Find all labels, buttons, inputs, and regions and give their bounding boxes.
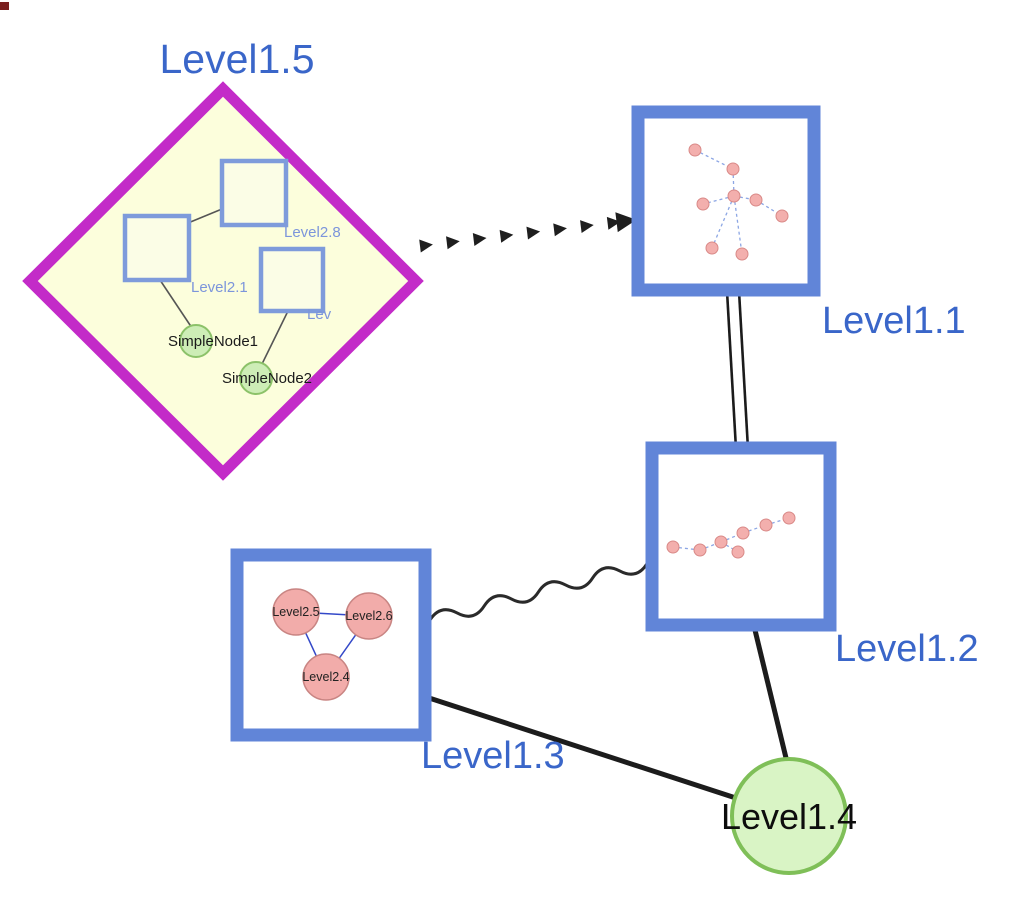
label-level2-8: Level2.8: [284, 224, 341, 241]
node-level1-3-box[interactable]: [230, 548, 432, 742]
mini-node: [693, 543, 707, 557]
mini-node: [775, 209, 789, 223]
mini-node: [666, 540, 680, 554]
node-level1-4-circle[interactable]: [730, 757, 848, 875]
edge-level1-3-to-level1-2[interactable]: [428, 558, 649, 627]
edge-level2-1-to-simplenode1[interactable]: [159, 279, 193, 329]
mini-node: [688, 143, 702, 157]
label-level1-1: Level1.1: [822, 300, 966, 342]
minigraph-level1-1: [688, 143, 789, 261]
node-level2-6[interactable]: [345, 592, 393, 640]
mini-nodes[interactable]: [666, 511, 796, 559]
mini-node: [731, 545, 745, 559]
mini-node: [749, 193, 763, 207]
label-level2-6: Level2.6: [345, 609, 392, 623]
arrowhead-icon: [615, 212, 637, 233]
mini-node: [696, 197, 710, 211]
mini-node: [782, 511, 796, 525]
label-level1-5: Level1.5: [159, 36, 314, 82]
node-level2-4[interactable]: [302, 653, 350, 701]
label-level1-3: Level1.3: [421, 735, 565, 777]
label-level1-2: Level1.2: [835, 628, 979, 670]
edge-level2-8-to-level2-1[interactable]: [187, 208, 223, 224]
label-level2-4: Level2.4: [302, 670, 349, 684]
corner-artifact: [0, 2, 9, 10]
mini-node: [736, 526, 750, 540]
edge-level1-1-to-level1-2[interactable]: [725, 290, 750, 450]
label-level2-5: Level2.5: [272, 605, 319, 619]
label-simplenode2: SimpleNode2: [222, 370, 312, 387]
node-simplenode2[interactable]: [239, 361, 273, 395]
edge-level1-3-to-level1-4[interactable]: [422, 693, 746, 804]
edge-level1-2-to-level1-4[interactable]: [751, 625, 790, 763]
node-level1-1-box[interactable]: [631, 105, 821, 297]
node-level2-1-square[interactable]: [122, 213, 192, 283]
mini-node: [727, 189, 741, 203]
mini-node: [759, 518, 773, 532]
minigraph-level1-2: [666, 511, 796, 559]
edge-lev-to-simplenode2[interactable]: [261, 310, 289, 365]
node-simplenode1[interactable]: [179, 324, 213, 358]
label-level2-1: Level2.1: [191, 279, 248, 296]
mini-node: [735, 247, 749, 261]
mini-node: [705, 241, 719, 255]
label-simplenode1: SimpleNode1: [168, 333, 258, 350]
node-level2-8-square[interactable]: [219, 158, 289, 228]
mini-node: [714, 535, 728, 549]
node-level2-5[interactable]: [272, 588, 320, 636]
mini-nodes[interactable]: [688, 143, 789, 261]
label-lev: Lev: [307, 306, 332, 323]
label-level1-4: Level1.4: [721, 796, 857, 837]
node-lev-square[interactable]: [258, 246, 326, 314]
node-level1-5-diamond[interactable]: [22, 81, 424, 481]
mini-node: [726, 162, 740, 176]
edge-level1-5-to-level1-1[interactable]: [419, 210, 638, 256]
